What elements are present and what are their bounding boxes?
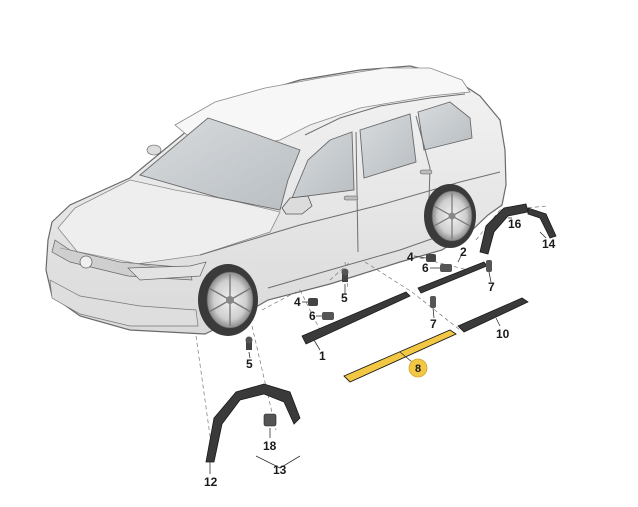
front-wheel [198,264,258,336]
clip-7a [430,296,436,308]
part-10-trim-strip [457,297,529,333]
callout-6a: 6 [309,309,316,323]
callout-12: 12 [204,475,218,489]
callout-8-highlight: 8 [408,358,428,378]
callout-16: 16 [508,217,522,231]
callout-6b: 6 [422,261,429,275]
callout-2: 2 [460,245,467,259]
car-illustration [45,65,507,336]
front-bumper [49,279,199,327]
leader-lines [209,217,547,474]
fastener-6a [322,312,334,320]
door-handle-front [343,195,359,201]
callout-7b: 7 [488,280,495,294]
part-1-sill-trim [301,291,411,345]
callout-13: 13 [273,463,287,477]
roof-rail [304,93,466,136]
rear-side-window [359,113,417,179]
character-line [199,171,501,256]
parts [205,203,557,463]
front-side-window [291,131,355,199]
callout-5b: 5 [246,357,253,371]
front-left-mirror [146,144,162,156]
fastener-4a [308,298,318,306]
callout-14: 14 [542,237,556,251]
callout-5a: 5 [341,291,348,305]
callout-18: 18 [263,439,277,453]
sill-line [267,235,441,289]
door-handle-rear [419,169,433,175]
part-14-arch-extension [527,207,557,239]
fastener-5a [341,268,349,282]
callout-4a: 4 [407,250,414,264]
part-8-sill-strip-highlighted [343,329,457,383]
part-12-front-arch-trim [205,383,301,463]
headlight [127,261,207,281]
door-line-front [355,131,359,253]
callout-1: 1 [319,349,326,363]
windshield [139,117,301,211]
rear-wheel [424,184,476,248]
fastener-5b [245,336,253,350]
callout-7a: 7 [430,317,437,331]
brand-emblem [79,255,93,269]
part-18-clip [263,413,277,427]
side-mirror [281,195,313,215]
fastener-4b [426,254,436,262]
callout-labels: 1 2 4 4 5 5 6 6 7 7 8 10 12 13 14 16 18 [204,217,556,489]
callout-8: 8 [415,363,421,375]
fastener-6b [440,264,452,272]
clip-7b [486,260,492,272]
callout-10: 10 [496,327,510,341]
callout-4b: 4 [294,295,301,309]
